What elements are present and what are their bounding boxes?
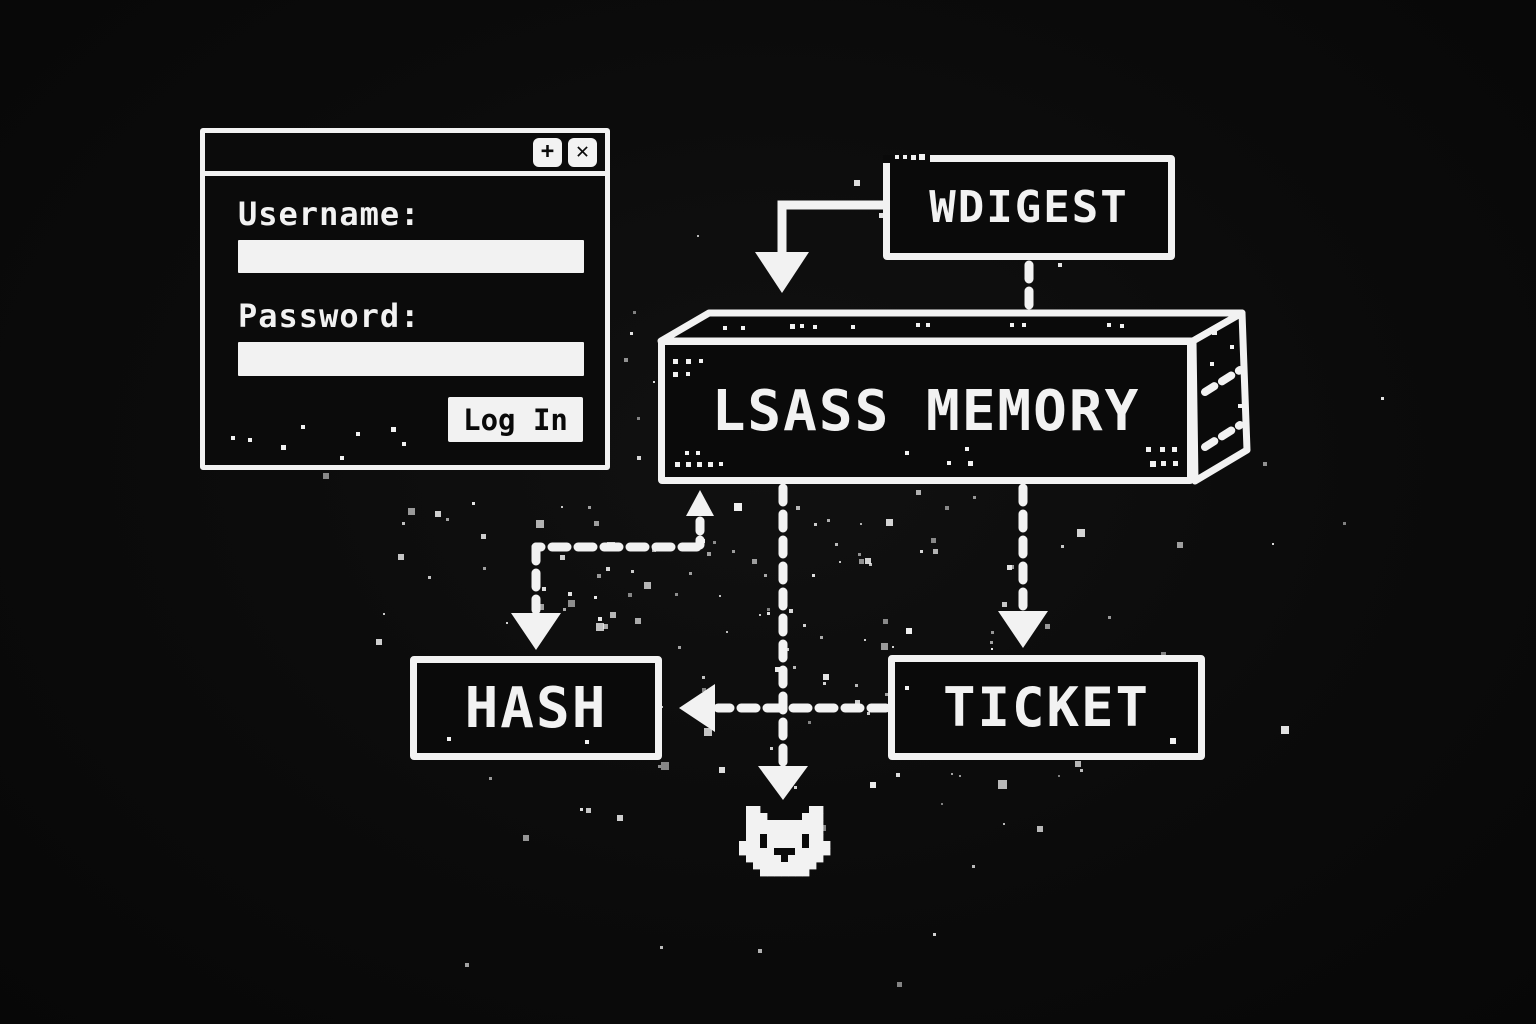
wdigest-border-gap <box>883 155 930 163</box>
wdigest-label: WDIGEST <box>929 182 1129 233</box>
close-button[interactable]: ✕ <box>568 137 597 167</box>
lsass-memory-node: LSASS MEMORY <box>658 338 1194 484</box>
close-icon: ✕ <box>575 139 590 164</box>
window-title-bar[interactable]: + ✕ <box>205 133 605 176</box>
hash-node: HASH <box>410 656 662 760</box>
plus-icon: + <box>540 139 555 164</box>
lsass-memory-label: LSASS MEMORY <box>711 378 1141 444</box>
hash-label: HASH <box>464 675 608 741</box>
password-label: Password: <box>238 297 421 335</box>
login-window: + ✕ Username: Password: Log In <box>200 128 610 470</box>
mimikatz-cat-icon <box>739 806 831 877</box>
username-input[interactable] <box>238 240 584 273</box>
ticket-node: TICKET <box>888 655 1205 760</box>
plus-button[interactable]: + <box>533 137 562 167</box>
ticket-label: TICKET <box>942 676 1151 739</box>
password-input[interactable] <box>238 342 584 376</box>
login-button[interactable]: Log In <box>448 397 583 442</box>
wdigest-node: WDIGEST <box>883 155 1175 260</box>
username-label: Username: <box>238 195 421 233</box>
